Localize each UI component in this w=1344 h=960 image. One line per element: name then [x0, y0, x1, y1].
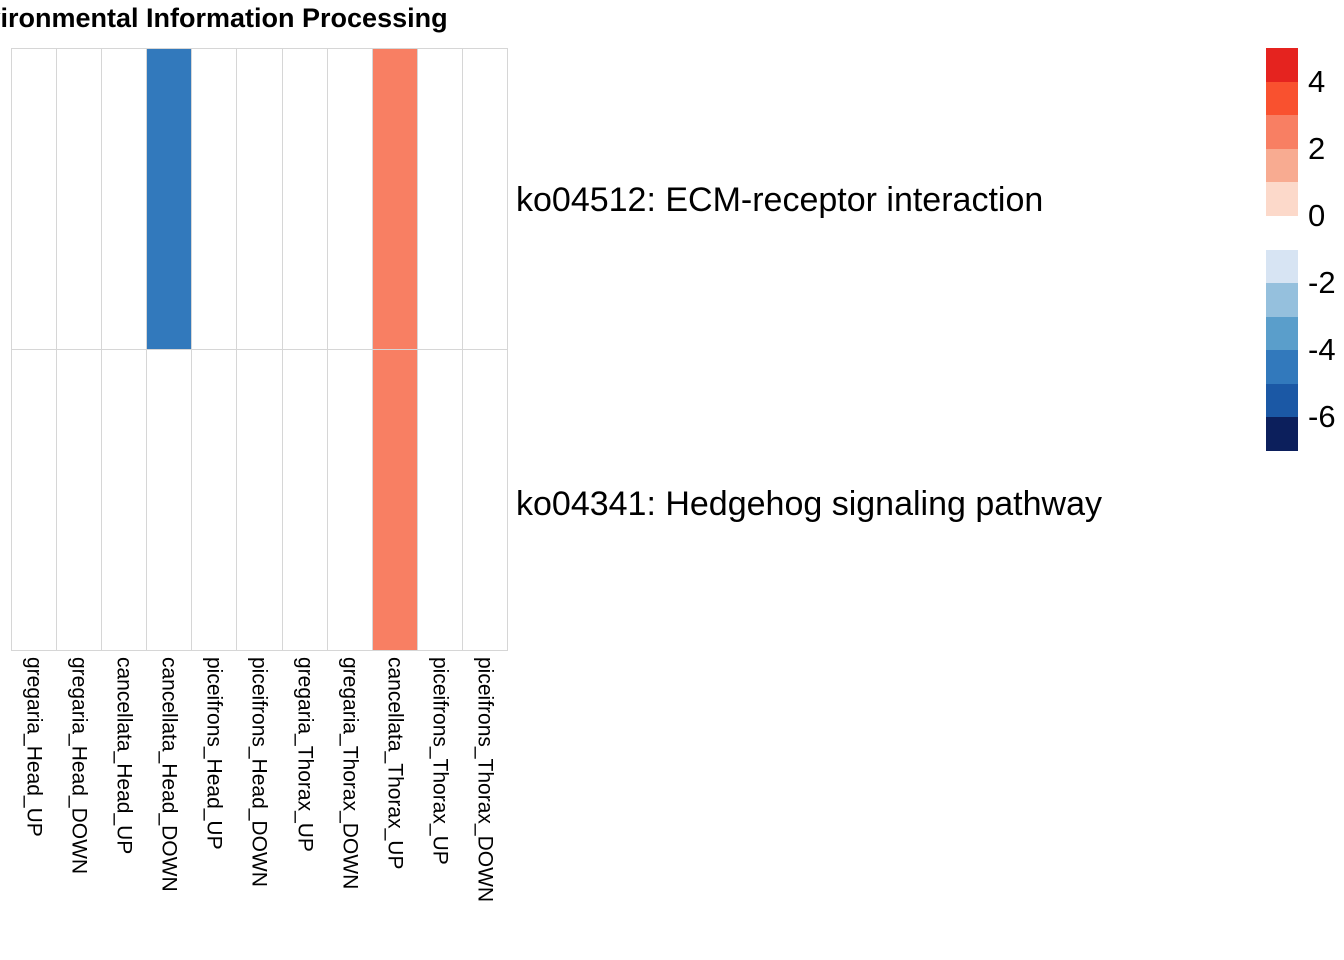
column-label-slot: gregaria_Head_UP: [11, 651, 56, 951]
heatmap-cell: [417, 350, 462, 650]
colorbar-band: [1266, 148, 1298, 183]
page-title: ment: Environmental Information Processi…: [0, 3, 448, 33]
heatmap-cell: [57, 49, 102, 349]
column-axis-labels: gregaria_Head_UP gregaria_Head_DOWN cancel…: [11, 651, 508, 951]
heatmap-cell: [12, 49, 57, 349]
heatmap-cell: [102, 49, 147, 349]
heatmap-grid: [11, 48, 508, 651]
colorbar-tick-label: -4: [1308, 332, 1336, 368]
column-label-slot: piceifrons_Head_UP: [192, 651, 237, 951]
heatmap-cell: [327, 49, 372, 349]
column-label-0: gregaria_Head_UP: [22, 657, 46, 837]
column-label-3: cancellata_Head_DOWN: [157, 657, 181, 892]
colorbar-tick-label: 4: [1308, 63, 1326, 99]
column-label-slot: gregaria_Thorax_UP: [282, 651, 327, 951]
row-label-1: ko04341: Hedgehog signaling pathway: [516, 485, 1103, 523]
column-label-slot: piceifrons_Thorax_UP: [418, 651, 463, 951]
column-label-slot: cancellata_Head_DOWN: [147, 651, 192, 951]
colorbar-tick-label: -6: [1308, 399, 1336, 435]
colorbar-band: [1266, 417, 1298, 452]
column-label-slot: piceifrons_Thorax_DOWN: [463, 651, 508, 951]
heatmap-cell: [237, 350, 282, 650]
heatmap-cell: [282, 49, 327, 349]
colorbar-band: [1266, 115, 1298, 150]
column-label-10: piceifrons_Thorax_DOWN: [473, 657, 497, 903]
column-label-7: gregaria_Thorax_DOWN: [338, 657, 362, 890]
colorbar-tick-label: 0: [1308, 197, 1326, 233]
colorbar-band: [1266, 350, 1298, 385]
column-label-9: piceifrons_Thorax_UP: [428, 657, 452, 865]
heatmap-cell: [372, 350, 417, 650]
column-label-4: piceifrons_Head_UP: [202, 657, 226, 850]
colorbar-tick-label: -2: [1308, 265, 1336, 301]
colorbar-band: [1266, 182, 1298, 217]
column-label-slot: cancellata_Thorax_UP: [372, 651, 417, 951]
heatmap-cell: [237, 49, 282, 349]
column-label-slot: gregaria_Head_DOWN: [56, 651, 101, 951]
column-label-slot: cancellata_Head_UP: [101, 651, 146, 951]
heatmap-cell: [147, 350, 192, 650]
heatmap-cell: [147, 49, 192, 349]
row-label-0: ko04512: ECM-receptor interaction: [516, 181, 1044, 219]
colorbar-band: [1266, 316, 1298, 351]
colorbar-band: [1266, 81, 1298, 116]
heatmap-cell: [462, 350, 507, 650]
colorbar-band: [1266, 215, 1298, 250]
column-label-2: cancellata_Head_UP: [112, 657, 136, 855]
column-label-8: cancellata_Thorax_UP: [383, 657, 407, 870]
column-label-slot: piceifrons_Head_DOWN: [237, 651, 282, 951]
heatmap-cell: [462, 49, 507, 349]
column-label-slot: gregaria_Thorax_DOWN: [327, 651, 372, 951]
heatmap-cell: [102, 350, 147, 650]
colorbar-band: [1266, 383, 1298, 418]
heatmap-cell: [282, 350, 327, 650]
heatmap-cell: [417, 49, 462, 349]
heatmap-cell: [57, 350, 102, 650]
heatmap-cell: [372, 49, 417, 349]
colorbar-band: [1266, 249, 1298, 284]
heatmap-cell: [327, 350, 372, 650]
column-label-5: piceifrons_Head_DOWN: [247, 657, 271, 887]
colorbar-band: [1266, 48, 1298, 83]
colorbar-band: [1266, 283, 1298, 318]
heatmap-cell: [192, 350, 237, 650]
heatmap-cell: [192, 49, 237, 349]
column-label-6: gregaria_Thorax_UP: [293, 657, 317, 852]
colorbar-tick-label: 2: [1308, 130, 1326, 166]
heatmap-cell: [12, 350, 57, 650]
column-label-1: gregaria_Head_DOWN: [67, 657, 91, 875]
colorbar-legend: 4 2 0 -2 -4 -6: [1266, 48, 1336, 452]
